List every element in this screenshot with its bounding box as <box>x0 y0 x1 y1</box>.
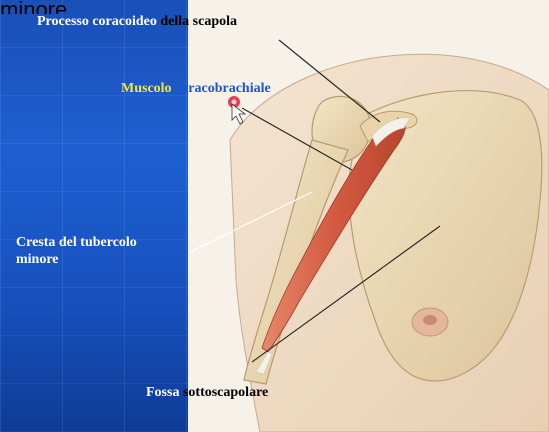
label-processo-coracoideo: Processo coracoideo della scapola <box>37 13 237 30</box>
label-muscolo-coracobrachiale: Muscolo coracobrachiale <box>121 80 271 97</box>
label-muscolo-part2: coracobrachiale <box>175 81 271 96</box>
label-cresta-line2: minore <box>16 251 137 268</box>
label-fossa-sottoscapolare: Fossa sottoscapolare <box>146 384 268 401</box>
cursor-arrow-icon <box>232 104 245 124</box>
label-processo-part2: della scapola <box>160 14 237 29</box>
label-fossa-part1: Fossa <box>146 385 179 400</box>
label-muscolo-part1: Muscolo <box>121 81 172 96</box>
nipple <box>423 315 437 325</box>
label-fossa-part2: sottoscapolare <box>183 385 268 400</box>
label-processo-part1: Processo coracoideo <box>37 14 157 29</box>
label-cresta-tubercolo: Cresta del tubercolo minore <box>16 234 137 268</box>
top-fragment-text: minore. <box>0 0 73 14</box>
label-cresta-line1: Cresta del tubercolo <box>16 234 137 251</box>
